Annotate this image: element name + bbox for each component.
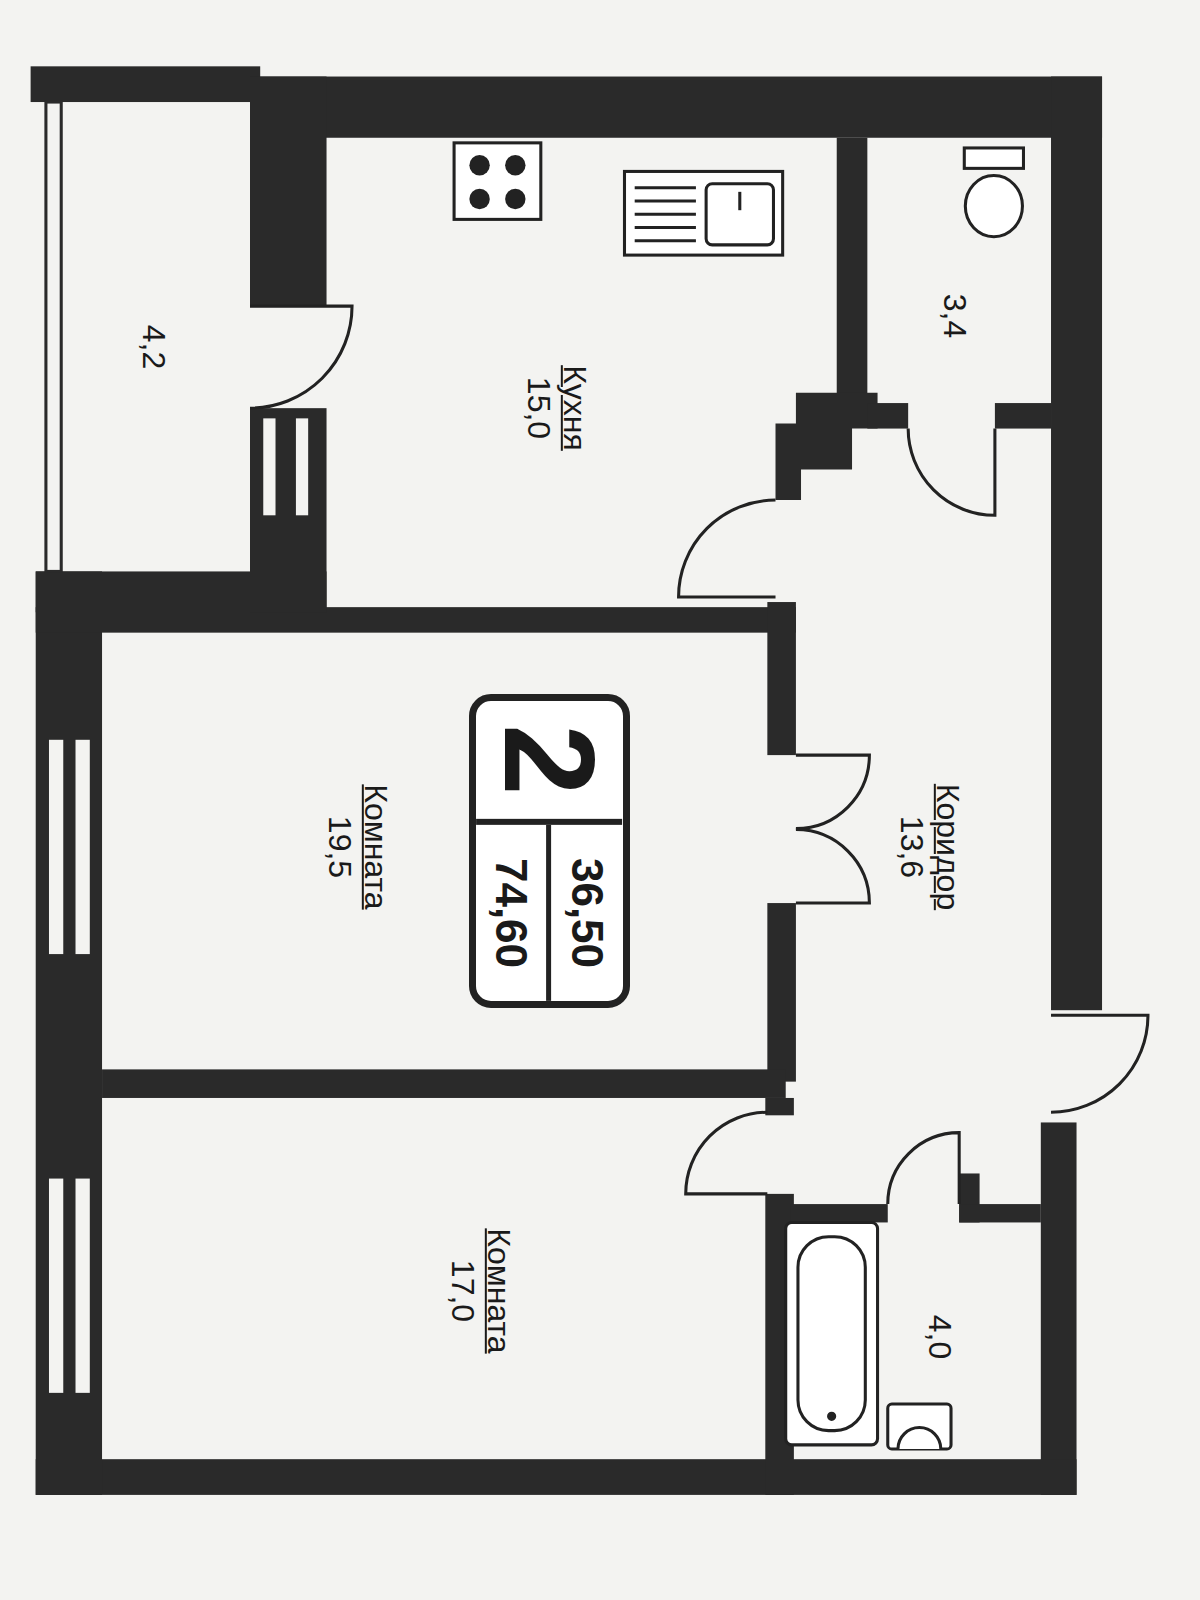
- room-name: Кухня: [556, 365, 592, 451]
- badge-content: 236,5074,60: [476, 701, 622, 1001]
- room-area: 3,4: [867, 143, 1051, 403]
- room-area: Кухня15,0: [327, 138, 837, 607]
- area-badge: 236,5074,60: [469, 694, 629, 1008]
- room-area: Комната19,5 236,5074,60: [102, 633, 765, 1070]
- room-area: 4,2: [61, 102, 250, 571]
- bathtub: [786, 1222, 878, 1444]
- room-area-value: 13,6: [893, 784, 929, 910]
- walls: [31, 66, 1102, 1495]
- room-label: Кухня15,0: [520, 365, 592, 451]
- room-count: 2: [476, 701, 622, 819]
- room-label: 4,0: [921, 1314, 957, 1358]
- area-value: 74,60: [476, 825, 552, 1001]
- room-area: Комната17,0: [112, 1100, 765, 1459]
- windows: [49, 418, 308, 1392]
- area-column: 36,5074,60: [476, 819, 622, 1001]
- area-value: 36,50: [552, 825, 623, 1001]
- room-area-value: 15,0: [520, 365, 556, 451]
- sink: [624, 171, 782, 255]
- room-label: Коридор13,6: [893, 784, 965, 910]
- room-area: 4,0: [791, 1222, 1041, 1449]
- room-area-value: 4,2: [135, 325, 171, 369]
- room-area-value: 19,5: [321, 784, 357, 909]
- room-label: 4,2: [135, 325, 171, 369]
- room-name: Комната: [480, 1228, 516, 1353]
- balcony-glazing: [46, 102, 61, 571]
- toilet: [964, 148, 1023, 237]
- room-label: Комната17,0: [444, 1228, 516, 1353]
- washbasin: [888, 1404, 951, 1449]
- stove: [454, 143, 541, 220]
- room-name: Комната: [357, 784, 393, 909]
- room-area-value: 3,4: [936, 294, 972, 338]
- room-area: Коридор13,6: [801, 434, 1051, 1107]
- room-area-value: 17,0: [444, 1228, 480, 1353]
- room-name: Коридор: [929, 784, 965, 910]
- room-area-value: 4,0: [921, 1314, 957, 1358]
- room-label: 3,4: [936, 294, 972, 338]
- doors: [250, 306, 1148, 1204]
- room-label: Комната19,5: [321, 784, 393, 909]
